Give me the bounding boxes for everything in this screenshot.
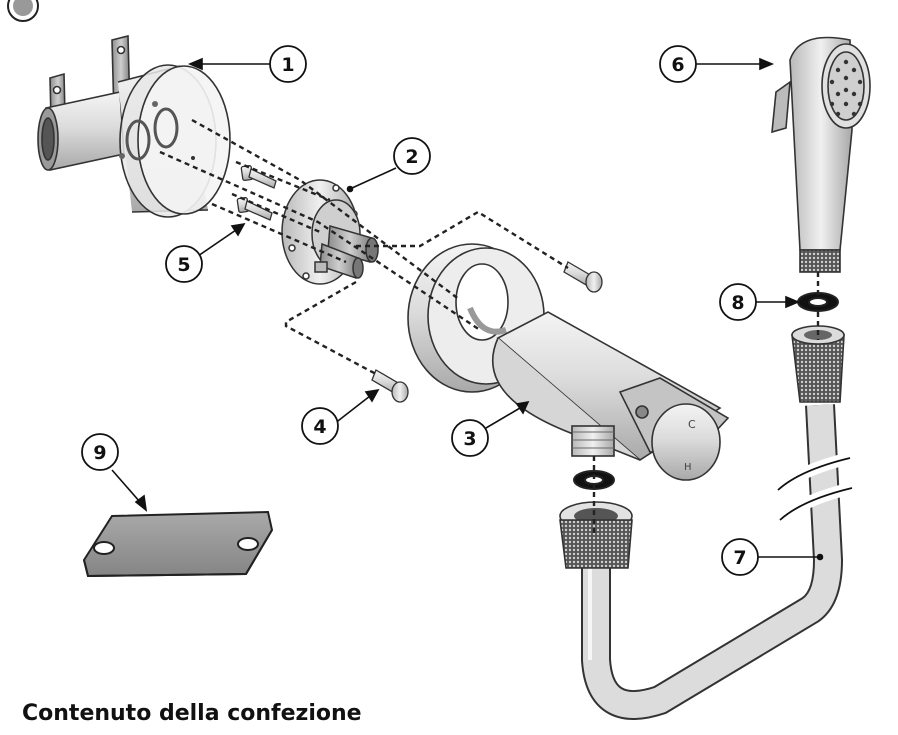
valve-hot-mark: H <box>684 462 692 473</box>
part-6-hand-shower <box>771 36 871 273</box>
callout-4: 4 <box>301 407 339 445</box>
callout-6: 6 <box>659 45 697 83</box>
callout-1: 1 <box>269 45 307 83</box>
washer-lower <box>573 470 615 490</box>
callout-1-label: 1 <box>281 54 294 76</box>
callout-8: 8 <box>719 283 757 321</box>
callout-5: 5 <box>165 245 203 283</box>
callout-8-label: 8 <box>731 292 744 314</box>
callout-6-label: 6 <box>671 54 684 76</box>
callout-2-label: 2 <box>405 146 418 168</box>
part-5-screws <box>236 164 277 221</box>
valve-cold-mark: C <box>688 418 696 431</box>
part-4-screw <box>371 261 603 403</box>
callout-2: 2 <box>393 137 431 175</box>
part-8-washer <box>797 292 839 312</box>
callout-7-label: 7 <box>733 547 746 569</box>
part-2-flange-cartridge <box>281 179 379 285</box>
callout-3: 3 <box>451 419 489 457</box>
callout-9-label: 9 <box>93 442 106 464</box>
part-9-plate <box>82 510 274 578</box>
corner-marker-icon <box>7 0 39 22</box>
callout-3-label: 3 <box>463 428 476 450</box>
callout-circles: 1 2 3 4 5 6 7 8 <box>81 45 759 576</box>
callout-leaders <box>111 57 824 561</box>
assembly-guide-lines <box>159 118 820 536</box>
part-7-hose <box>559 325 854 720</box>
callout-7: 7 <box>721 538 759 576</box>
callout-9: 9 <box>81 433 119 471</box>
part-3-valve-body: C H <box>407 243 730 481</box>
callout-5-label: 5 <box>177 254 190 276</box>
callout-4-label: 4 <box>313 416 326 438</box>
part-1-built-in-body <box>37 34 231 218</box>
page-title: Contenuto della confezione <box>22 701 362 726</box>
